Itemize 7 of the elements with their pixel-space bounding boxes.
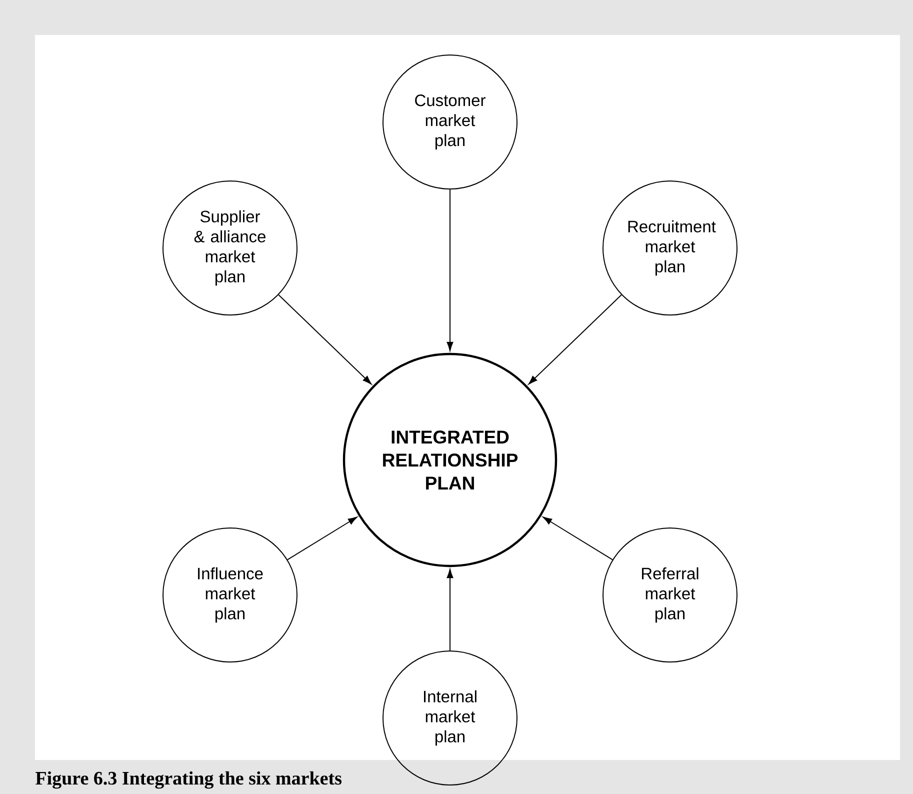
arrow	[287, 516, 358, 560]
arrow	[446, 189, 454, 351]
figure-caption: Figure 6.3 Integrating the six markets	[36, 771, 342, 789]
arrow	[446, 569, 454, 651]
arrow	[528, 294, 622, 384]
arrow	[278, 294, 372, 384]
arrow	[542, 516, 613, 560]
